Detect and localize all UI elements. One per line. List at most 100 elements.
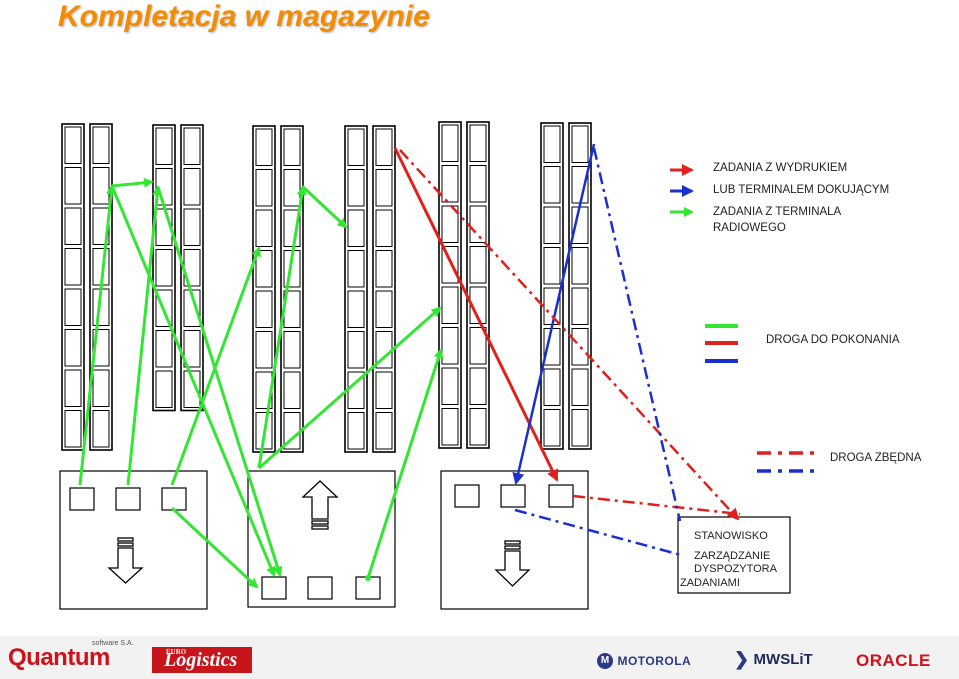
rack-cell [155, 330, 173, 368]
rack-cell [255, 250, 273, 288]
rack-cell [255, 209, 273, 247]
legend-label-radio-tasks-cont: RADIOWEGO [713, 222, 786, 234]
rack-cell [64, 126, 82, 164]
rack-cell [469, 367, 487, 405]
euro-logistics-logo: EURO Logistics [152, 647, 252, 673]
rack-cell [469, 246, 487, 284]
radio-terminal-routes [78, 177, 444, 589]
rack-cell [543, 166, 561, 204]
redundant-routes [399, 147, 741, 557]
rack-cell [155, 127, 173, 165]
rack-cell [64, 167, 82, 205]
rack-cell [469, 124, 487, 162]
rack-cell [441, 165, 459, 203]
red-route-redundant [572, 494, 741, 516]
rack-cell [571, 368, 589, 406]
green-route-segment [111, 177, 154, 188]
rack-cell [347, 250, 365, 288]
quantum-logo: Quantum software S.A. [8, 640, 134, 672]
quantum-logo-subtext: software S.A. [92, 640, 134, 647]
pick-slot [454, 484, 480, 508]
block-arrow-down-right-zone [494, 540, 531, 587]
rack-cell [283, 371, 301, 409]
mwslit-logo: ❯ MWSLiT [734, 649, 813, 670]
rack-cell [543, 409, 561, 447]
rack-cell [255, 290, 273, 328]
quantum-logo-text: Quantum [8, 644, 110, 671]
rack-column [466, 121, 490, 449]
pick-slot [161, 487, 187, 511]
euro-logistics-logo-text: Logistics [164, 649, 238, 671]
rack-cell [571, 247, 589, 285]
dispatcher-station-box [677, 516, 791, 594]
green-route-segment [78, 184, 117, 486]
partner-logo-bar: Quantum software S.A. EURO Logistics M M… [0, 636, 959, 679]
rack-cell [375, 169, 393, 207]
rack-cell [543, 125, 561, 163]
blue-route-redundant [514, 508, 682, 557]
rack-cell [375, 290, 393, 328]
green-route-endpoint [365, 575, 371, 581]
zone-box-middle [247, 470, 396, 608]
mwslit-logo-text: MWSLiT [753, 651, 813, 668]
legend-label-redundant-path: DROGA ZBĘDNA [830, 452, 922, 464]
rack-cell [469, 408, 487, 446]
legend-label-printout-tasks: ZADANIA Z WYDRUKIEM [713, 162, 848, 174]
rack-cell [347, 290, 365, 328]
rack-cell [155, 370, 173, 408]
red-route-redundant [399, 149, 740, 521]
rack-cell [347, 331, 365, 369]
green-route-segment [110, 185, 276, 577]
rack-cell [543, 206, 561, 244]
blue-route-required [512, 143, 596, 485]
oracle-logo-text: ORACLE [856, 651, 931, 670]
rack-cell [571, 409, 589, 447]
pick-slots [69, 484, 574, 600]
rack-cell [375, 250, 393, 288]
pick-slot [548, 484, 574, 508]
warehouse-diagram [59, 121, 814, 610]
rack-cell [543, 368, 561, 406]
blue-route-redundant [592, 147, 682, 522]
rack-cell [571, 328, 589, 366]
green-route-segment [366, 348, 444, 579]
rack-cell [283, 331, 301, 369]
rack-cell [92, 369, 110, 407]
rack-cell [441, 367, 459, 405]
station-subtitle-2: DYSPOZYTORA [694, 563, 777, 575]
rack-cell [64, 248, 82, 286]
rack-cell [441, 408, 459, 446]
rack-cell [543, 247, 561, 285]
rack-cell [183, 330, 201, 368]
rack-cell [441, 124, 459, 162]
green-route-segment [170, 506, 259, 589]
zone-box-right [440, 470, 589, 610]
rack-cell [375, 209, 393, 247]
rack-cell [92, 126, 110, 164]
rack-cell [92, 410, 110, 448]
legend-label-terminal-tasks: LUB TERMINALEM DOKUJĄCYM [713, 184, 890, 196]
green-route-segment [156, 186, 283, 577]
rack-cell [255, 169, 273, 207]
station-subtitle-1: ZARZĄDZANIE [694, 550, 771, 562]
rack-cell [469, 327, 487, 365]
rack-cell [64, 410, 82, 448]
rack-cell [64, 329, 82, 367]
rack-cell [255, 331, 273, 369]
oracle-logo: ORACLE [856, 651, 931, 671]
rack-cell [183, 127, 201, 165]
rack-cell [183, 208, 201, 246]
rack-column [280, 125, 304, 453]
pick-slot [261, 576, 287, 600]
rack-cell [64, 207, 82, 245]
mwslit-chevron-icon: ❯ [734, 649, 750, 669]
rack-cell [283, 128, 301, 166]
block-arrow-down-left-zone [107, 537, 144, 584]
pick-slot [69, 487, 95, 511]
rack-cell [64, 288, 82, 326]
motorola-m-icon: M [597, 652, 613, 669]
rack-column [61, 123, 85, 451]
block-arrow-up-middle-zone [301, 480, 339, 530]
pick-slot [115, 487, 141, 511]
rack-cell [571, 125, 589, 163]
